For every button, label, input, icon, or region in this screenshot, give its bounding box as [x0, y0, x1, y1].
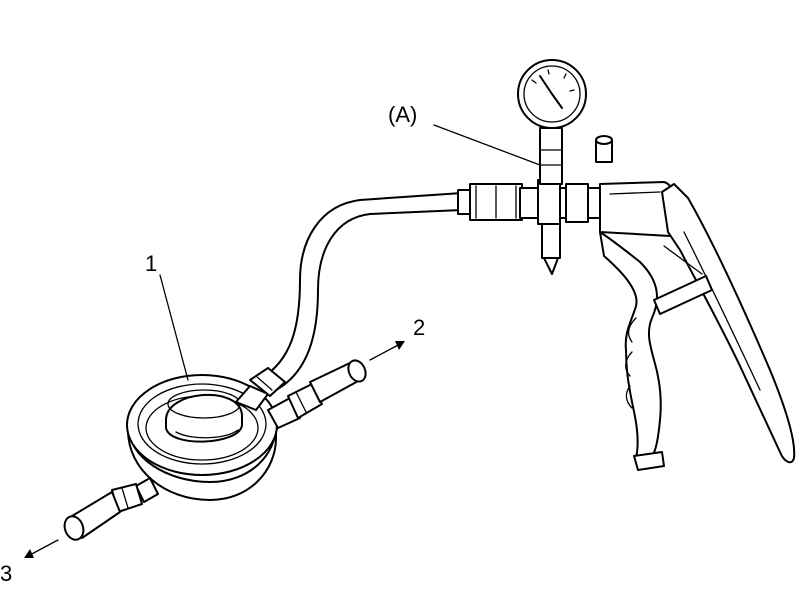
- gauge-callout-label: (A): [388, 102, 418, 127]
- part-2-label: 2: [413, 315, 426, 340]
- vacuum-hose: [261, 192, 463, 391]
- vacuum-pump: [457, 59, 796, 471]
- component-1-valve: [63, 359, 367, 541]
- leader-line-a: [433, 124, 541, 166]
- flow-arrow-2: [369, 341, 405, 361]
- part-3-label: 3: [0, 561, 13, 586]
- flow-arrow-3: [24, 539, 59, 558]
- part-1-label: 1: [145, 251, 158, 276]
- leader-line-1: [159, 274, 189, 381]
